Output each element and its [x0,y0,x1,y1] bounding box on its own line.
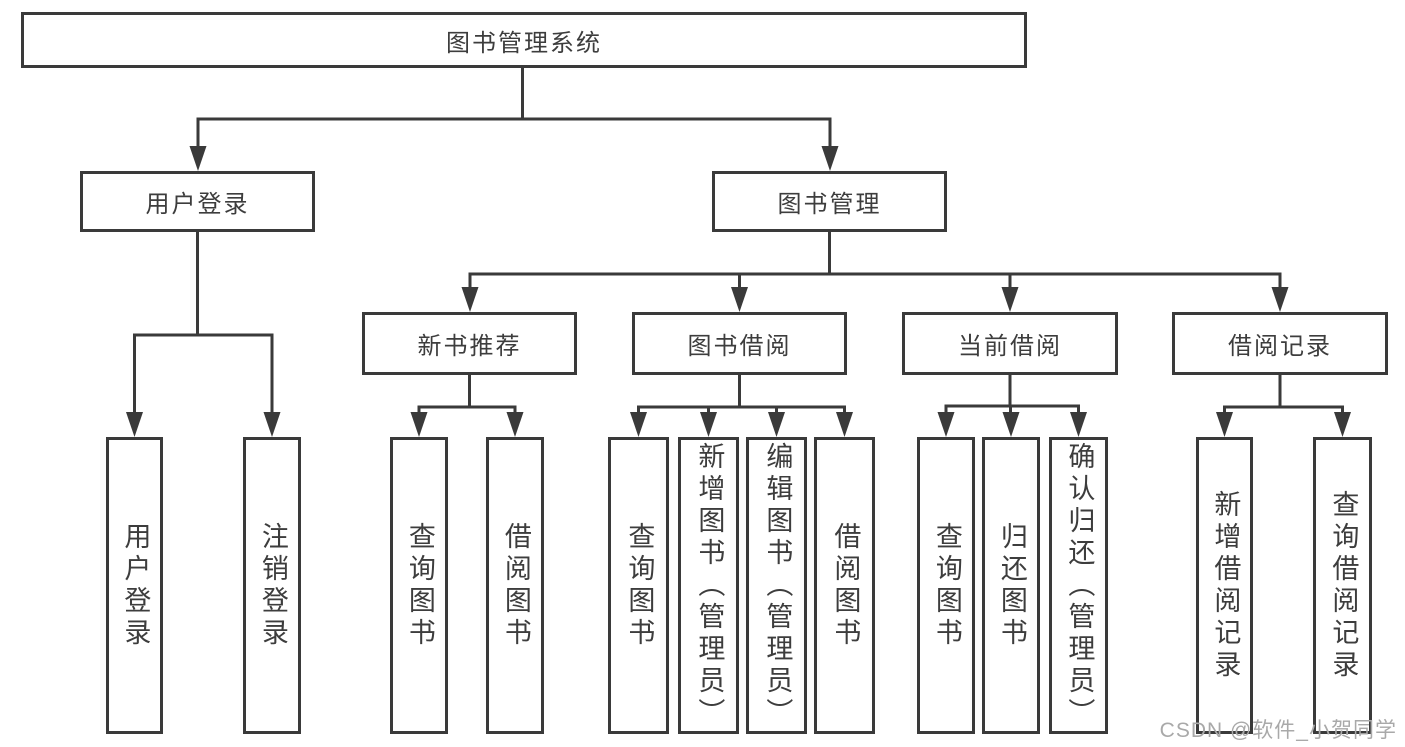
leaf-add-book-admin: 新增图书（管理员） [678,437,739,734]
leaf-confirm-return-admin-label: 确认归还（管理员） [1064,441,1095,730]
leaf-return-book: 归还图书 [982,437,1040,734]
node-new-book-recommend: 新书推荐 [362,312,577,375]
leaf-logout-label: 注销登录 [257,521,288,650]
leaf-borrow-book-recommend: 借阅图书 [486,437,544,734]
node-system-root: 图书管理系统 [21,12,1027,68]
leaf-query-book-borrow-label: 查询图书 [624,521,655,650]
leaf-query-book-current: 查询图书 [917,437,975,734]
leaf-query-borrow-record-label: 查询借阅记录 [1328,489,1359,682]
leaf-query-book-borrow: 查询图书 [608,437,669,734]
leaf-user-login: 用户登录 [106,437,163,734]
csdn-watermark: CSDN @软件_小贺同学 [1159,719,1397,742]
leaf-user-login-label: 用户登录 [120,521,151,650]
node-book-borrow-label: 图书借阅 [687,333,792,360]
leaf-query-book-recommend-label: 查询图书 [404,521,435,650]
leaf-query-borrow-record: 查询借阅记录 [1313,437,1372,734]
leaf-query-book-recommend: 查询图书 [390,437,448,734]
node-new-book-recommend-label: 新书推荐 [417,333,522,360]
node-user-login: 用户登录 [80,171,315,232]
node-book-management-label: 图书管理 [777,191,882,218]
leaf-edit-book-admin-label: 编辑图书（管理员） [762,441,793,730]
node-borrow-record-label: 借阅记录 [1228,333,1332,360]
node-current-borrow: 当前借阅 [902,312,1118,375]
leaf-add-borrow-record: 新增借阅记录 [1196,437,1253,734]
node-user-login-label: 用户登录 [145,191,250,218]
node-current-borrow-label: 当前借阅 [958,333,1062,360]
leaf-add-book-admin-label: 新增图书（管理员） [694,441,725,730]
leaf-query-book-current-label: 查询图书 [931,521,962,650]
leaf-borrow-book-label: 借阅图书 [830,521,861,650]
leaf-borrow-book: 借阅图书 [814,437,875,734]
node-book-management: 图书管理 [712,171,947,232]
node-system-root-label: 图书管理系统 [446,29,602,57]
leaf-borrow-book-recommend-label: 借阅图书 [500,521,531,650]
leaf-logout: 注销登录 [243,437,301,734]
node-borrow-record: 借阅记录 [1172,312,1388,375]
leaf-add-borrow-record-label: 新增借阅记录 [1210,489,1241,682]
leaf-confirm-return-admin: 确认归还（管理员） [1049,437,1108,734]
leaf-edit-book-admin: 编辑图书（管理员） [746,437,807,734]
leaf-return-book-label: 归还图书 [996,521,1027,650]
node-book-borrow: 图书借阅 [632,312,847,375]
